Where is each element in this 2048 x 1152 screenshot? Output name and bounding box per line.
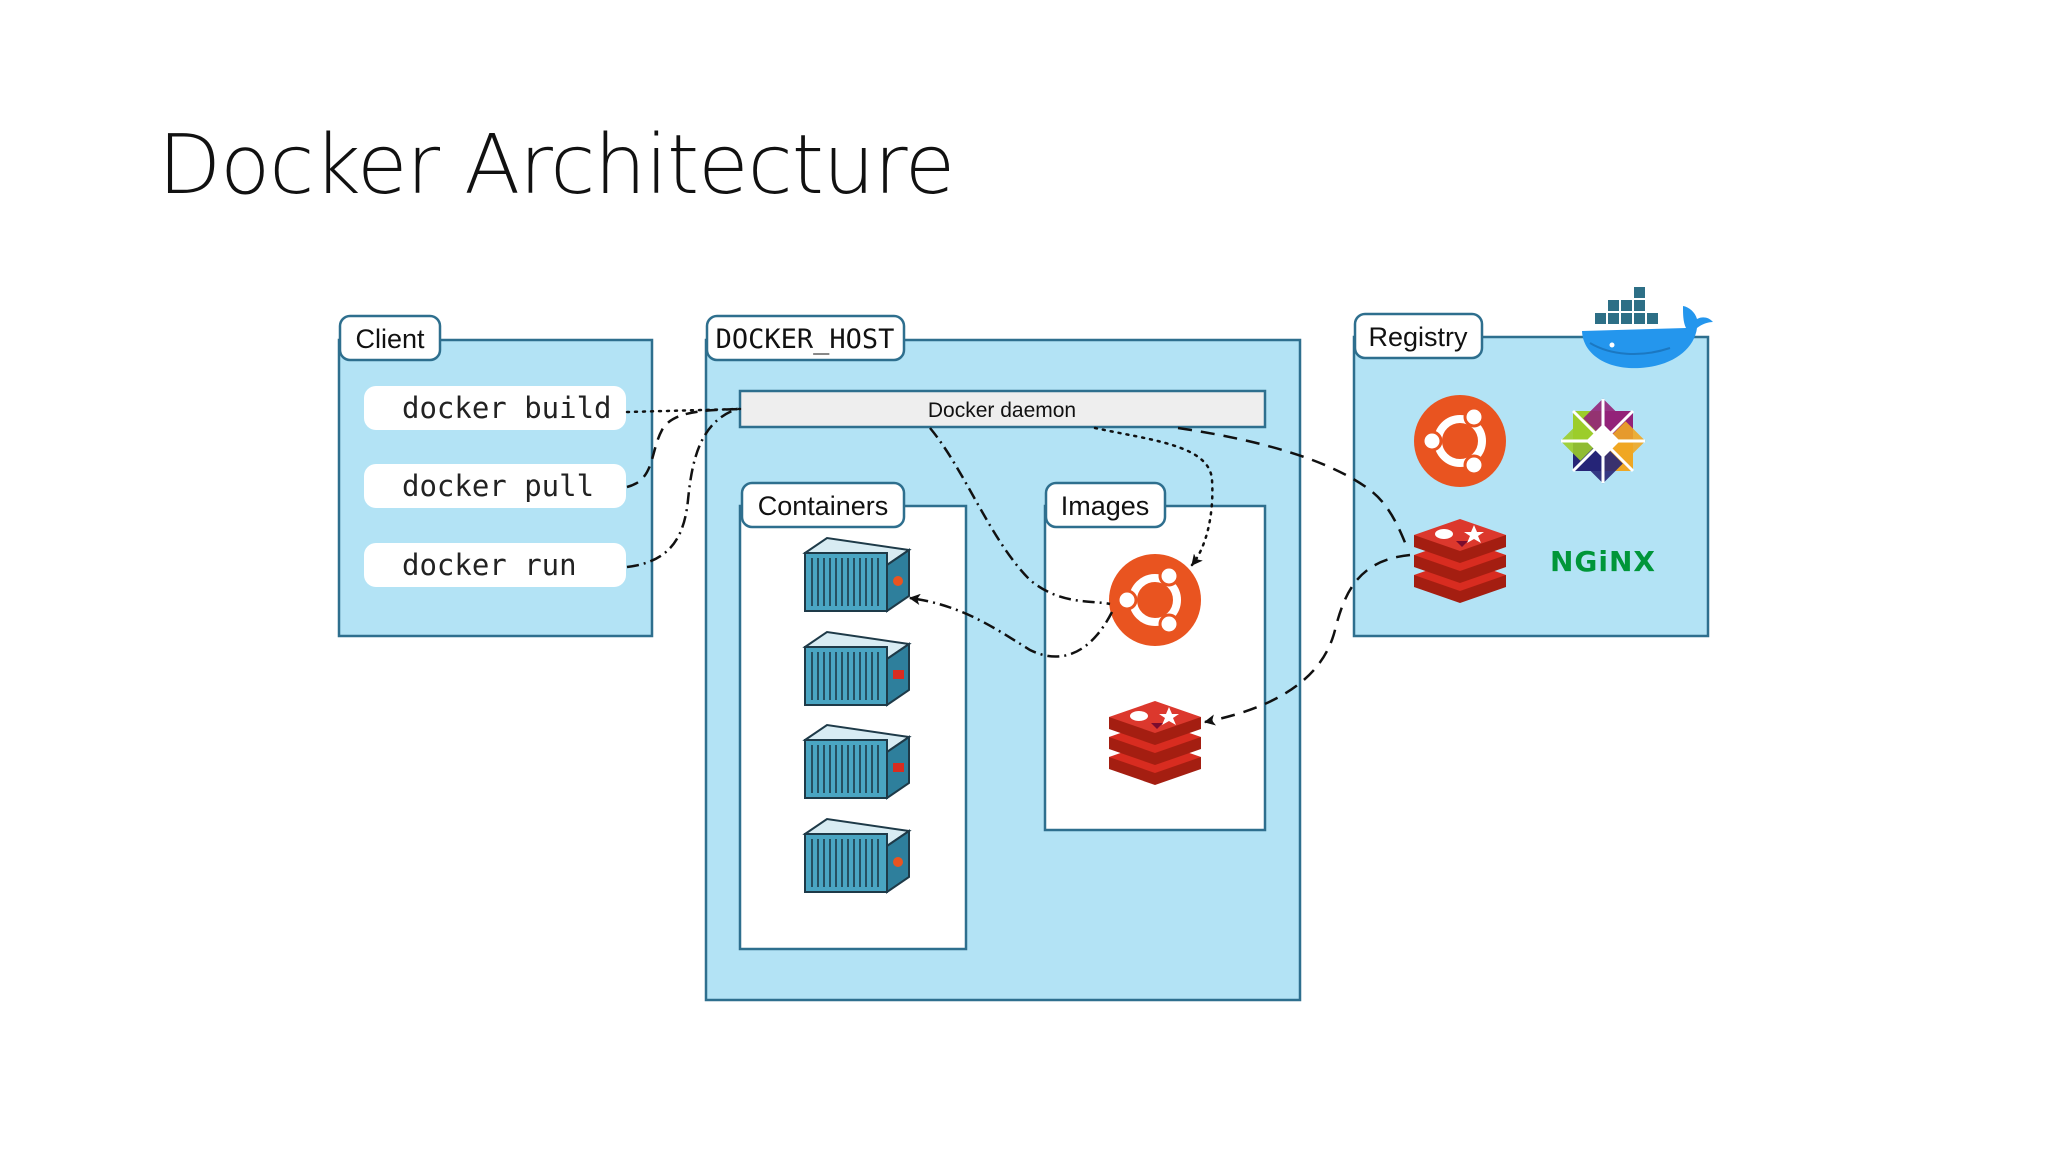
container-icon <box>802 630 912 707</box>
slide-title: Docker Architecture <box>158 118 955 213</box>
client-label: Client <box>355 324 425 354</box>
client-panel: Client docker build docker pull docker r… <box>337 314 654 638</box>
docker-host-label-tab: DOCKER_HOST <box>705 314 906 362</box>
container-icon <box>802 723 912 800</box>
registry-label: Registry <box>1368 322 1468 352</box>
client-label-tab: Client <box>338 314 442 362</box>
build-connector <box>625 407 742 414</box>
docker-host-panel: DOCKER_HOST Docker daemon Containers Ima… <box>704 314 1302 1002</box>
redis-icon <box>1414 519 1506 603</box>
registry-label-tab: Registry <box>1353 312 1484 360</box>
registry-to-image-connector <box>1203 553 1411 726</box>
docker-whale-icon <box>1582 287 1713 369</box>
run-connector <box>626 406 741 569</box>
connector-lines <box>625 406 1411 726</box>
ubuntu-icon <box>1414 395 1506 487</box>
docker-daemon-bar: Docker daemon <box>738 389 1267 429</box>
images-label: Images <box>1061 491 1150 521</box>
pull-to-registry-connector <box>1177 426 1410 551</box>
nginx-logo-text: NGiNX <box>1550 545 1656 578</box>
command-label: docker pull <box>402 469 594 503</box>
ubuntu-icon <box>1109 554 1201 646</box>
docker-host-label: DOCKER_HOST <box>716 324 895 355</box>
command-docker-run[interactable]: docker run <box>364 543 626 587</box>
nginx-icon: NGiNX <box>1550 545 1656 578</box>
redis-icon <box>1109 701 1201 785</box>
containers-label: Containers <box>758 491 889 521</box>
command-label: docker run <box>402 548 577 582</box>
run-to-image-connector <box>929 427 1111 606</box>
centos-icon <box>1560 398 1646 484</box>
registry-panel: Registry <box>1352 287 1713 638</box>
docker-daemon-label: Docker daemon <box>928 399 1076 422</box>
pull-connector <box>626 407 741 489</box>
command-docker-pull[interactable]: docker pull <box>364 464 626 508</box>
image-to-container-connector <box>908 593 1114 658</box>
container-icon <box>802 817 912 894</box>
command-docker-build[interactable]: docker build <box>364 386 626 430</box>
command-label: docker build <box>402 391 612 425</box>
container-icon <box>802 536 912 613</box>
